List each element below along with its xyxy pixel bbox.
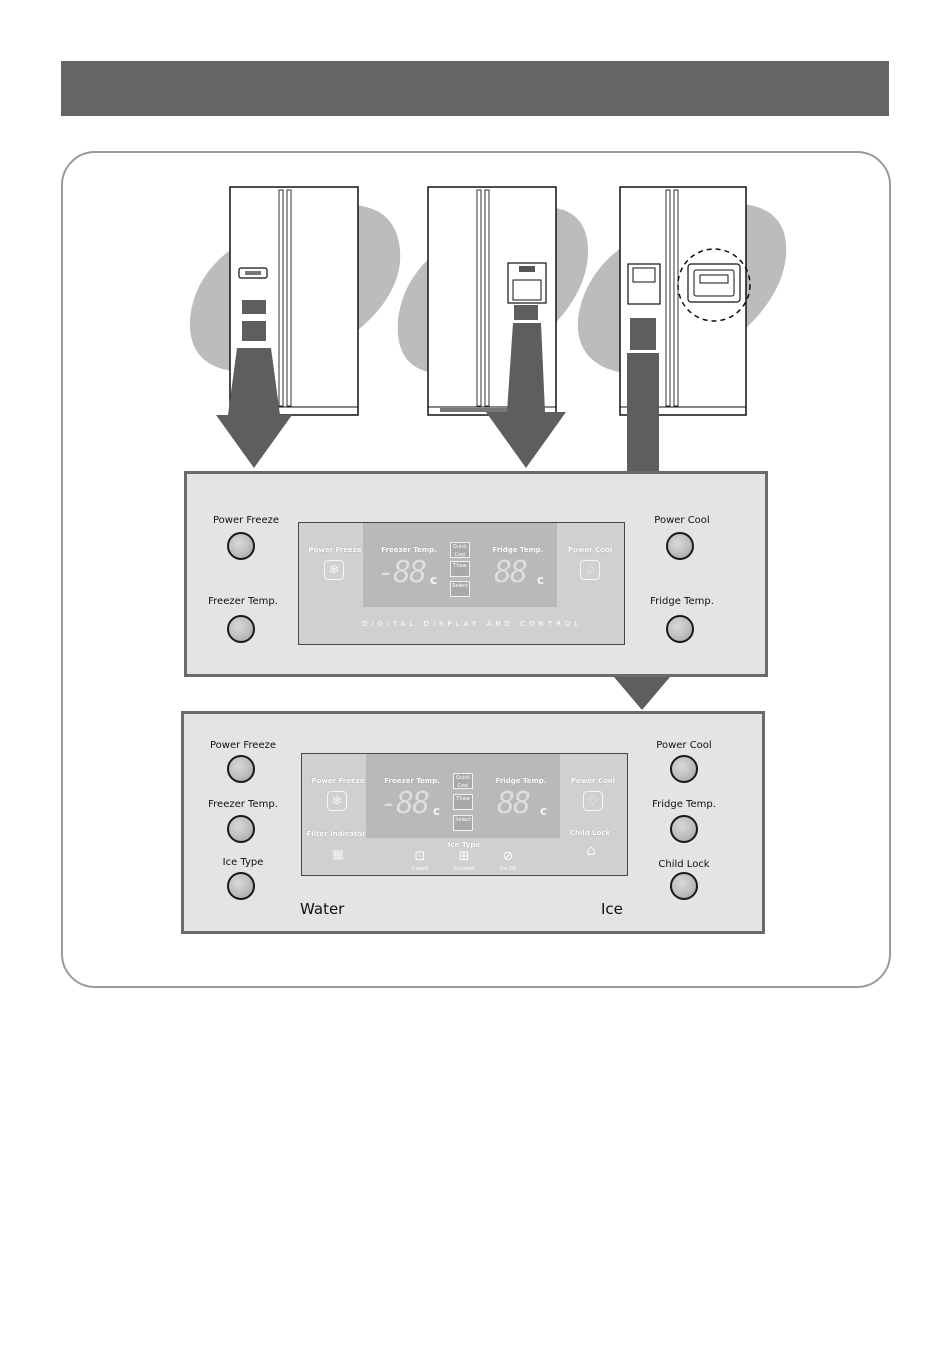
quick-cool-icon: Quick Cool [450, 542, 470, 558]
child-lock-label: Child Lock [658, 859, 710, 870]
arrow-2 [486, 305, 566, 468]
ice-type-button[interactable] [227, 872, 255, 900]
cubed-icon: ⊡ [414, 849, 426, 864]
snowflake-icon: ❄ [324, 560, 344, 580]
power-cool-button-2[interactable] [670, 755, 698, 783]
quick-cool-icon-2: Quick Cool [453, 773, 473, 789]
ice-off-icon: ⊘ [502, 849, 514, 864]
power-freeze-label-2: Power Freeze [209, 740, 277, 751]
fridge-temp-button[interactable] [666, 615, 694, 643]
lcd-child-lock: Child Lock [569, 829, 611, 837]
snowflake-icon-2: ❄ [327, 791, 347, 811]
fridge-temp-label: Fridge Temp. [650, 596, 714, 607]
lock-icon: ⌂ [586, 841, 596, 859]
fridge-digits: 88 [494, 555, 528, 590]
cubed-label: Cubed [411, 866, 429, 872]
display-caption: DIGITAL DISPLAY AND CONTROL [362, 620, 583, 628]
lcd-freezer-temp: Freezer Temp. [381, 546, 437, 554]
lcd-fridge-temp: Fridge Temp. [492, 546, 544, 554]
filter-icon: ▦ [332, 847, 344, 861]
child-lock-button[interactable] [670, 872, 698, 900]
digital-display-2: Power Freeze ❄ Filter Indicator ▦ Freeze… [301, 753, 628, 876]
ice-label: Ice [601, 900, 623, 918]
ice-off-label: Ice Off [499, 866, 517, 872]
arrow-3 [627, 318, 659, 473]
ice-type-label: Ice Type [222, 857, 264, 868]
arrow-1 [216, 300, 292, 468]
thaw-icon: Thaw [450, 561, 470, 577]
freezer-digits: -88 [377, 555, 427, 590]
select-icon-2: Select [453, 815, 473, 831]
control-panel-1: Power Freeze Freezer Temp. Power Cool Fr… [184, 471, 768, 677]
lcd-freezer-temp-2: Freezer Temp. [384, 777, 440, 785]
power-cool-label-2: Power Cool [656, 740, 712, 751]
water-drop-icon: ♢ [580, 560, 600, 580]
freezer-unit: c [430, 573, 438, 587]
crushed-icon: ⊞ [458, 849, 470, 864]
fridge-unit-2: c [540, 804, 548, 818]
lcd-filter-indicator: Filter Indicator [306, 830, 366, 838]
water-label: Water [300, 900, 345, 918]
power-freeze-button-2[interactable] [227, 755, 255, 783]
freezer-temp-button[interactable] [227, 615, 255, 643]
freezer-temp-button-2[interactable] [227, 815, 255, 843]
power-freeze-button[interactable] [227, 532, 255, 560]
freezer-unit-2: c [433, 804, 441, 818]
lcd-power-cool-2: Power Cool [570, 777, 616, 785]
freezer-temp-label: Freezer Temp. [208, 596, 278, 607]
select-icon: Select [450, 581, 470, 597]
arrow-4 [614, 677, 670, 710]
fridge-unit: c [537, 573, 545, 587]
fridge-temp-button-2[interactable] [670, 815, 698, 843]
power-cool-label: Power Cool [654, 515, 710, 526]
fridge-temp-label-2: Fridge Temp. [652, 799, 716, 810]
control-panel-2: Power Freeze Freezer Temp. Ice Type Powe… [181, 711, 765, 934]
freezer-temp-label-2: Freezer Temp. [208, 799, 278, 810]
crushed-label: Crushed [453, 866, 475, 872]
water-drop-icon-2: ♢ [583, 791, 603, 811]
refrigerator-3 [619, 186, 751, 416]
lcd-power-cool: Power Cool [567, 546, 613, 554]
dashed-highlight-circle [677, 248, 751, 322]
fridge-digits-2: 88 [497, 786, 531, 821]
digital-display: Power Freeze ❄ Freezer Temp. -88 c Quick… [298, 522, 625, 645]
thaw-icon-2: Thaw [453, 794, 473, 810]
power-freeze-label: Power Freeze [212, 515, 280, 526]
lcd-power-freeze-2: Power Freeze [311, 777, 365, 785]
header-bar [61, 61, 889, 116]
power-cool-button[interactable] [666, 532, 694, 560]
lcd-fridge-temp-2: Fridge Temp. [495, 777, 547, 785]
freezer-digits-2: -88 [380, 786, 430, 821]
lcd-power-freeze: Power Freeze [308, 546, 362, 554]
lcd-ice-type: Ice Type [447, 841, 481, 849]
